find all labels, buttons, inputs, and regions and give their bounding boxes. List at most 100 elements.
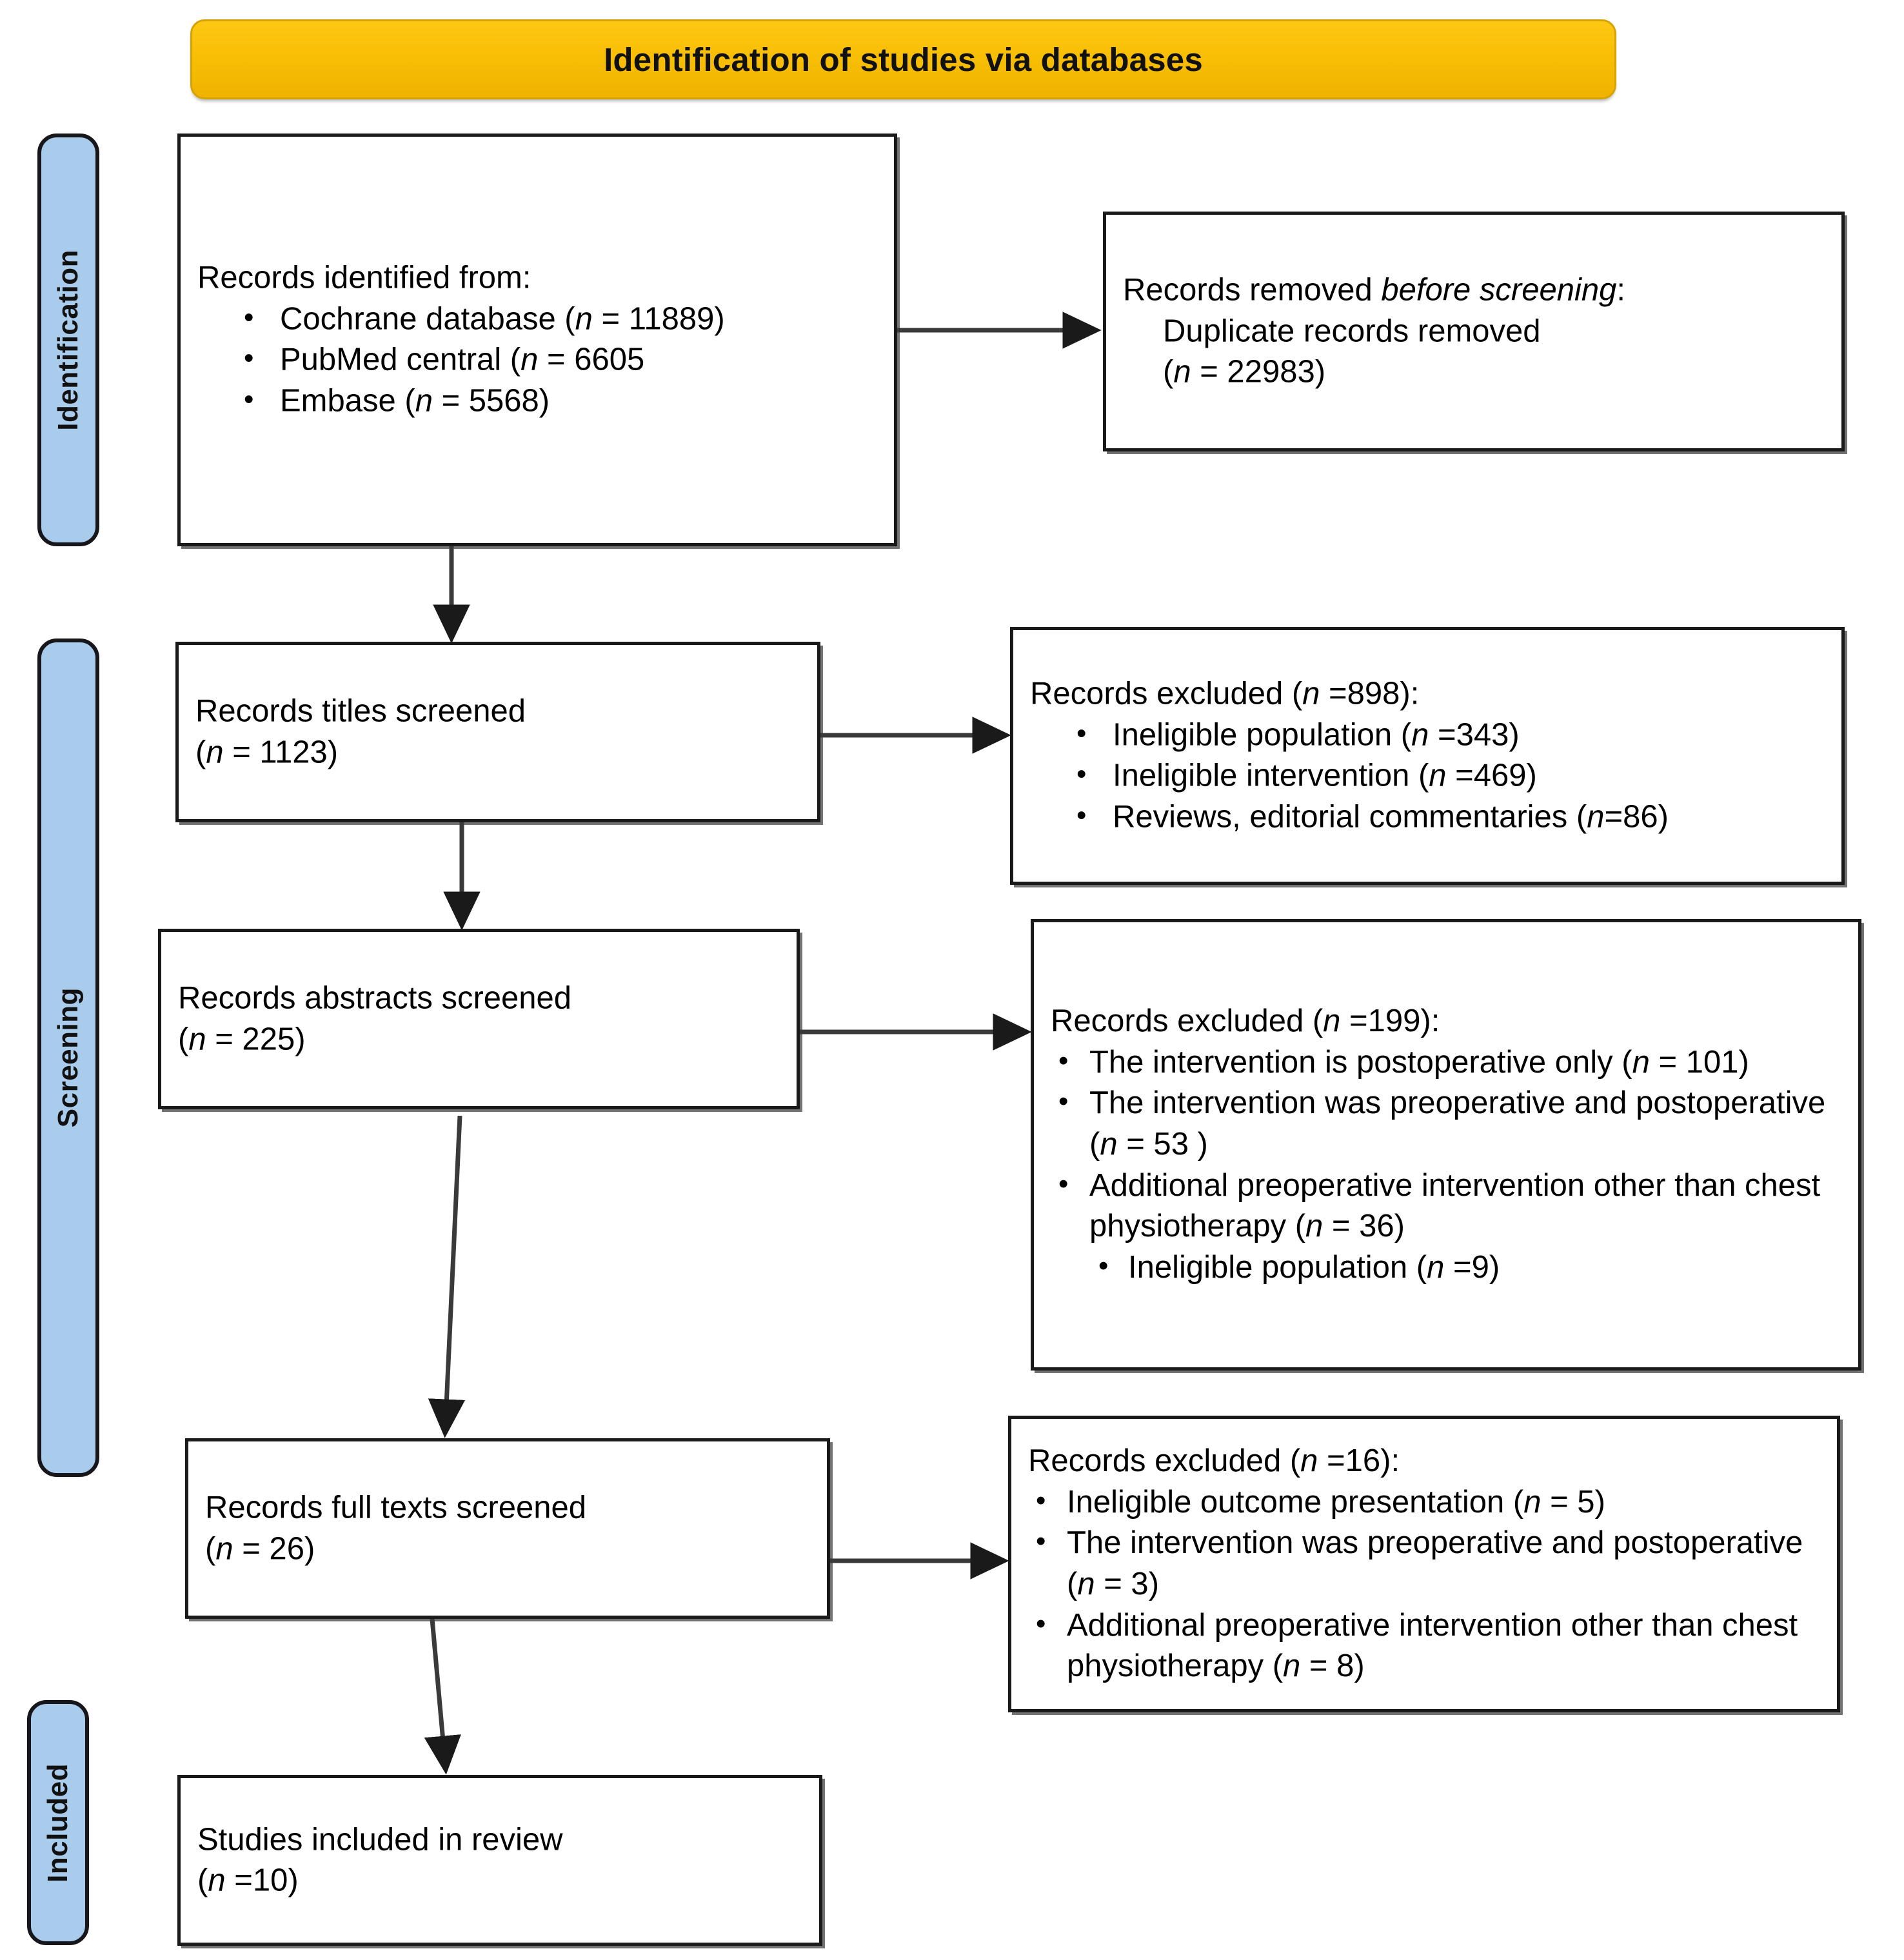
reason-count: =9)	[1444, 1250, 1500, 1285]
n-symbol: n	[1283, 1648, 1301, 1684]
box-abstracts-screened: Records abstracts screened (n = 225)	[158, 929, 800, 1109]
abstracts-screened-label: Records abstracts screened	[178, 980, 572, 1016]
reason-count: = 8)	[1300, 1648, 1365, 1684]
n-symbol: n	[1305, 1209, 1324, 1244]
diagram-banner: Identification of studies via databases	[190, 19, 1616, 99]
list-item: Embase (n = 5568)	[197, 381, 877, 422]
reason-label: Ineligible population (	[1128, 1250, 1427, 1285]
source-label: PubMed central (	[280, 342, 521, 377]
source-label: Cochrane database (	[280, 301, 575, 337]
reason-count: = 101)	[1649, 1044, 1749, 1080]
reason-label: Additional preoperative intervention oth…	[1067, 1607, 1798, 1684]
records-identified-heading: Records identified from:	[197, 260, 531, 295]
records-removed-emphasis: before screening	[1381, 272, 1617, 308]
stage-label-screening: Screening	[37, 638, 99, 1477]
stage-label-identification: Identification	[37, 134, 99, 546]
reason-count: =469)	[1446, 758, 1537, 793]
n-symbol: n	[215, 1531, 233, 1566]
box-records-removed: Records removed before screening: Duplic…	[1103, 212, 1845, 451]
list-item: Ineligible outcome presentation (n = 5)	[1028, 1482, 1820, 1523]
n-symbol: n	[206, 735, 224, 769]
arrow-abstracts-to-fulltexts	[428, 1115, 466, 1438]
n-symbol: n	[1100, 1127, 1118, 1162]
source-label: Embase (	[280, 383, 415, 419]
box-excluded-titles: Records excluded (n =898): Ineligible po…	[1010, 627, 1845, 885]
source-count: = 5568)	[432, 383, 550, 419]
n-symbol: n	[575, 301, 593, 337]
reason-count: = 36)	[1323, 1209, 1405, 1244]
records-removed-heading: Records removed before screening:	[1123, 270, 1825, 311]
reason-label: The intervention was preoperative and po…	[1067, 1525, 1803, 1601]
excluded-titles-heading: Records excluded (n =898):	[1030, 676, 1420, 711]
list-item: Reviews, editorial commentaries (n=86)	[1030, 797, 1825, 838]
list-item: Ineligible population (n =343)	[1030, 715, 1825, 756]
abstracts-screened-count: (n = 225)	[178, 1022, 306, 1056]
n-symbol: n	[521, 342, 539, 377]
box-excluded-abstracts: Records excluded (n =199): The intervent…	[1031, 919, 1861, 1371]
stage-label-included: Included	[27, 1700, 89, 1945]
source-count: = 11889)	[592, 301, 725, 337]
n-symbol: n	[1427, 1250, 1445, 1285]
duplicate-records-count: (n = 22983)	[1163, 354, 1326, 390]
n-symbol: n	[188, 1022, 206, 1056]
reason-count: =86)	[1604, 799, 1669, 835]
list-item: The intervention is postoperative only (…	[1051, 1042, 1841, 1084]
records-removed-colon: :	[1616, 272, 1625, 308]
n-symbol: n	[1523, 1484, 1542, 1519]
n-symbol: n	[1411, 717, 1429, 753]
arrow-fulltexts-to-included	[424, 1618, 461, 1775]
reason-label: The intervention is postoperative only (	[1089, 1044, 1632, 1080]
reason-label: Ineligible intervention (	[1113, 758, 1429, 793]
n-symbol: n	[1077, 1567, 1095, 1601]
box-studies-included: Studies included in review (n =10)	[177, 1775, 822, 1946]
box-titles-screened: Records titles screened (n = 1123)	[175, 642, 820, 822]
list-item: Ineligible intervention (n =469)	[1030, 756, 1825, 797]
list-item: The intervention was preoperative and po…	[1028, 1523, 1820, 1605]
list-item: PubMed central (n = 6605	[197, 340, 877, 381]
excluded-abstracts-reason-list: The intervention is postoperative only (…	[1051, 1042, 1841, 1247]
studies-included-count: (n =10)	[197, 1863, 299, 1898]
n-symbol: n	[415, 383, 433, 419]
reason-label: Additional preoperative intervention oth…	[1089, 1167, 1821, 1244]
source-count: = 6605	[538, 342, 645, 377]
box-excluded-fulltexts: Records excluded (n =16): Ineligible out…	[1008, 1416, 1840, 1712]
reason-label: Ineligible population (	[1113, 717, 1412, 753]
n-symbol: n	[1632, 1044, 1650, 1080]
n-symbol: n	[1323, 1004, 1341, 1039]
box-fulltexts-screened: Records full texts screened (n = 26)	[185, 1438, 830, 1619]
titles-screened-label: Records titles screened	[195, 693, 526, 729]
excluded-abstracts-subreason-list: Ineligible population (n =9)	[1051, 1247, 1841, 1289]
reason-label: Reviews, editorial commentaries (	[1113, 799, 1587, 835]
excluded-fulltexts-heading: Records excluded (n =16):	[1028, 1443, 1400, 1478]
excluded-abstracts-heading: Records excluded (n =199):	[1051, 1004, 1440, 1039]
n-symbol: n	[1587, 799, 1605, 835]
records-identified-source-list: Cochrane database (n = 11889) PubMed cen…	[197, 299, 877, 422]
n-symbol: n	[1302, 676, 1320, 711]
n-symbol: n	[1429, 758, 1447, 793]
reason-count: =343)	[1429, 717, 1520, 753]
records-removed-prefix: Records removed	[1123, 272, 1382, 308]
reason-count: = 53 )	[1117, 1127, 1208, 1162]
reason-count: = 5)	[1541, 1484, 1605, 1519]
list-item: Additional preoperative intervention oth…	[1028, 1605, 1820, 1687]
duplicate-records-line: Duplicate records removed	[1163, 313, 1541, 349]
fulltexts-screened-count: (n = 26)	[205, 1531, 315, 1566]
excluded-fulltexts-reason-list: Ineligible outcome presentation (n = 5) …	[1028, 1482, 1820, 1687]
banner-title: Identification of studies via databases	[604, 41, 1203, 78]
titles-screened-count: (n = 1123)	[195, 735, 339, 769]
n-symbol: n	[1173, 354, 1191, 390]
excluded-titles-reason-list: Ineligible population (n =343) Ineligibl…	[1030, 715, 1825, 838]
fulltexts-screened-label: Records full texts screened	[205, 1490, 586, 1525]
reason-label: Ineligible outcome presentation (	[1067, 1484, 1524, 1519]
reason-label: The intervention was preoperative and po…	[1089, 1085, 1826, 1162]
list-item: Ineligible population (n =9)	[1051, 1247, 1841, 1289]
list-item: The intervention was preoperative and po…	[1051, 1083, 1841, 1165]
studies-included-label: Studies included in review	[197, 1821, 563, 1857]
list-item: Cochrane database (n = 11889)	[197, 299, 877, 340]
reason-count: = 3)	[1095, 1567, 1160, 1601]
box-records-identified: Records identified from: Cochrane databa…	[177, 134, 897, 546]
list-item: Additional preoperative intervention oth…	[1051, 1165, 1841, 1247]
n-symbol: n	[208, 1863, 226, 1898]
